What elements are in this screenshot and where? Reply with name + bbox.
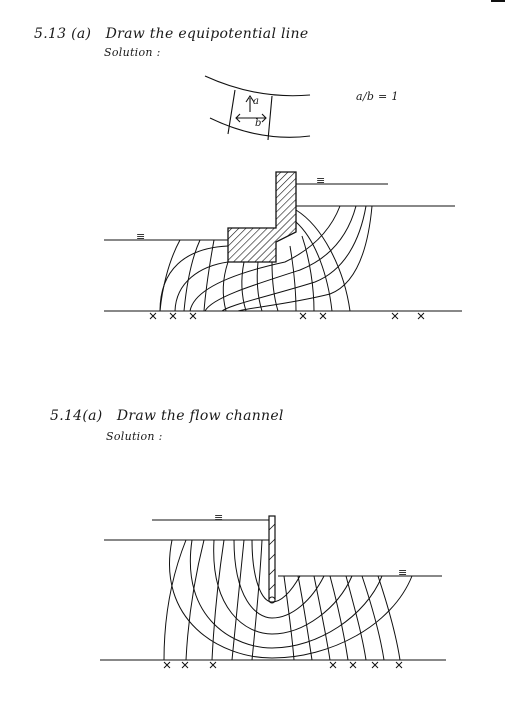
problem-2-number: 5.14(a) — [50, 408, 103, 424]
base-hatch-marks-2 — [163, 661, 403, 669]
problem-1-solution-label: Solution : — [104, 46, 161, 59]
ratio-label: a/b = 1 — [356, 90, 399, 103]
flow-line-upper — [204, 75, 311, 97]
problem-1-title: Draw the equipotential line — [105, 26, 309, 42]
downstream-water-symbol-2: ≡ — [398, 566, 408, 579]
dimension-b-arrow-right — [261, 113, 267, 123]
downstream-water-symbol: ≡ — [136, 230, 146, 243]
pile-flow-lines — [169, 539, 413, 659]
dam-body — [227, 171, 297, 263]
problem-2-heading: 5.14(a) Draw the flow channel — [50, 408, 284, 424]
equipotential-right — [267, 95, 273, 141]
label-b: b — [255, 118, 262, 129]
pile-equipotential-lines — [163, 539, 401, 661]
dimension-a-arrow — [245, 95, 255, 103]
sheet-pile-hatch — [268, 523, 276, 591]
problem-1-number: 5.13 (a) — [34, 26, 92, 42]
problem-1-heading: 5.13 (a) Draw the equipotential line — [34, 26, 308, 42]
problem-2-title: Draw the flow channel — [116, 408, 284, 424]
dam-equipotential-lines — [159, 209, 351, 312]
upstream-water-symbol: ≡ — [316, 174, 326, 187]
dimension-b-arrow-left — [235, 113, 241, 123]
corner-mark — [491, 0, 505, 2]
upstream-water-symbol-2: ≡ — [214, 511, 224, 524]
dam-flow-lines — [159, 205, 373, 312]
base-hatch-marks — [149, 312, 425, 320]
label-a: a — [253, 96, 260, 107]
flow-line-lower — [209, 117, 311, 138]
equipotential-left — [227, 89, 236, 135]
problem-2-solution-label: Solution : — [106, 430, 163, 443]
